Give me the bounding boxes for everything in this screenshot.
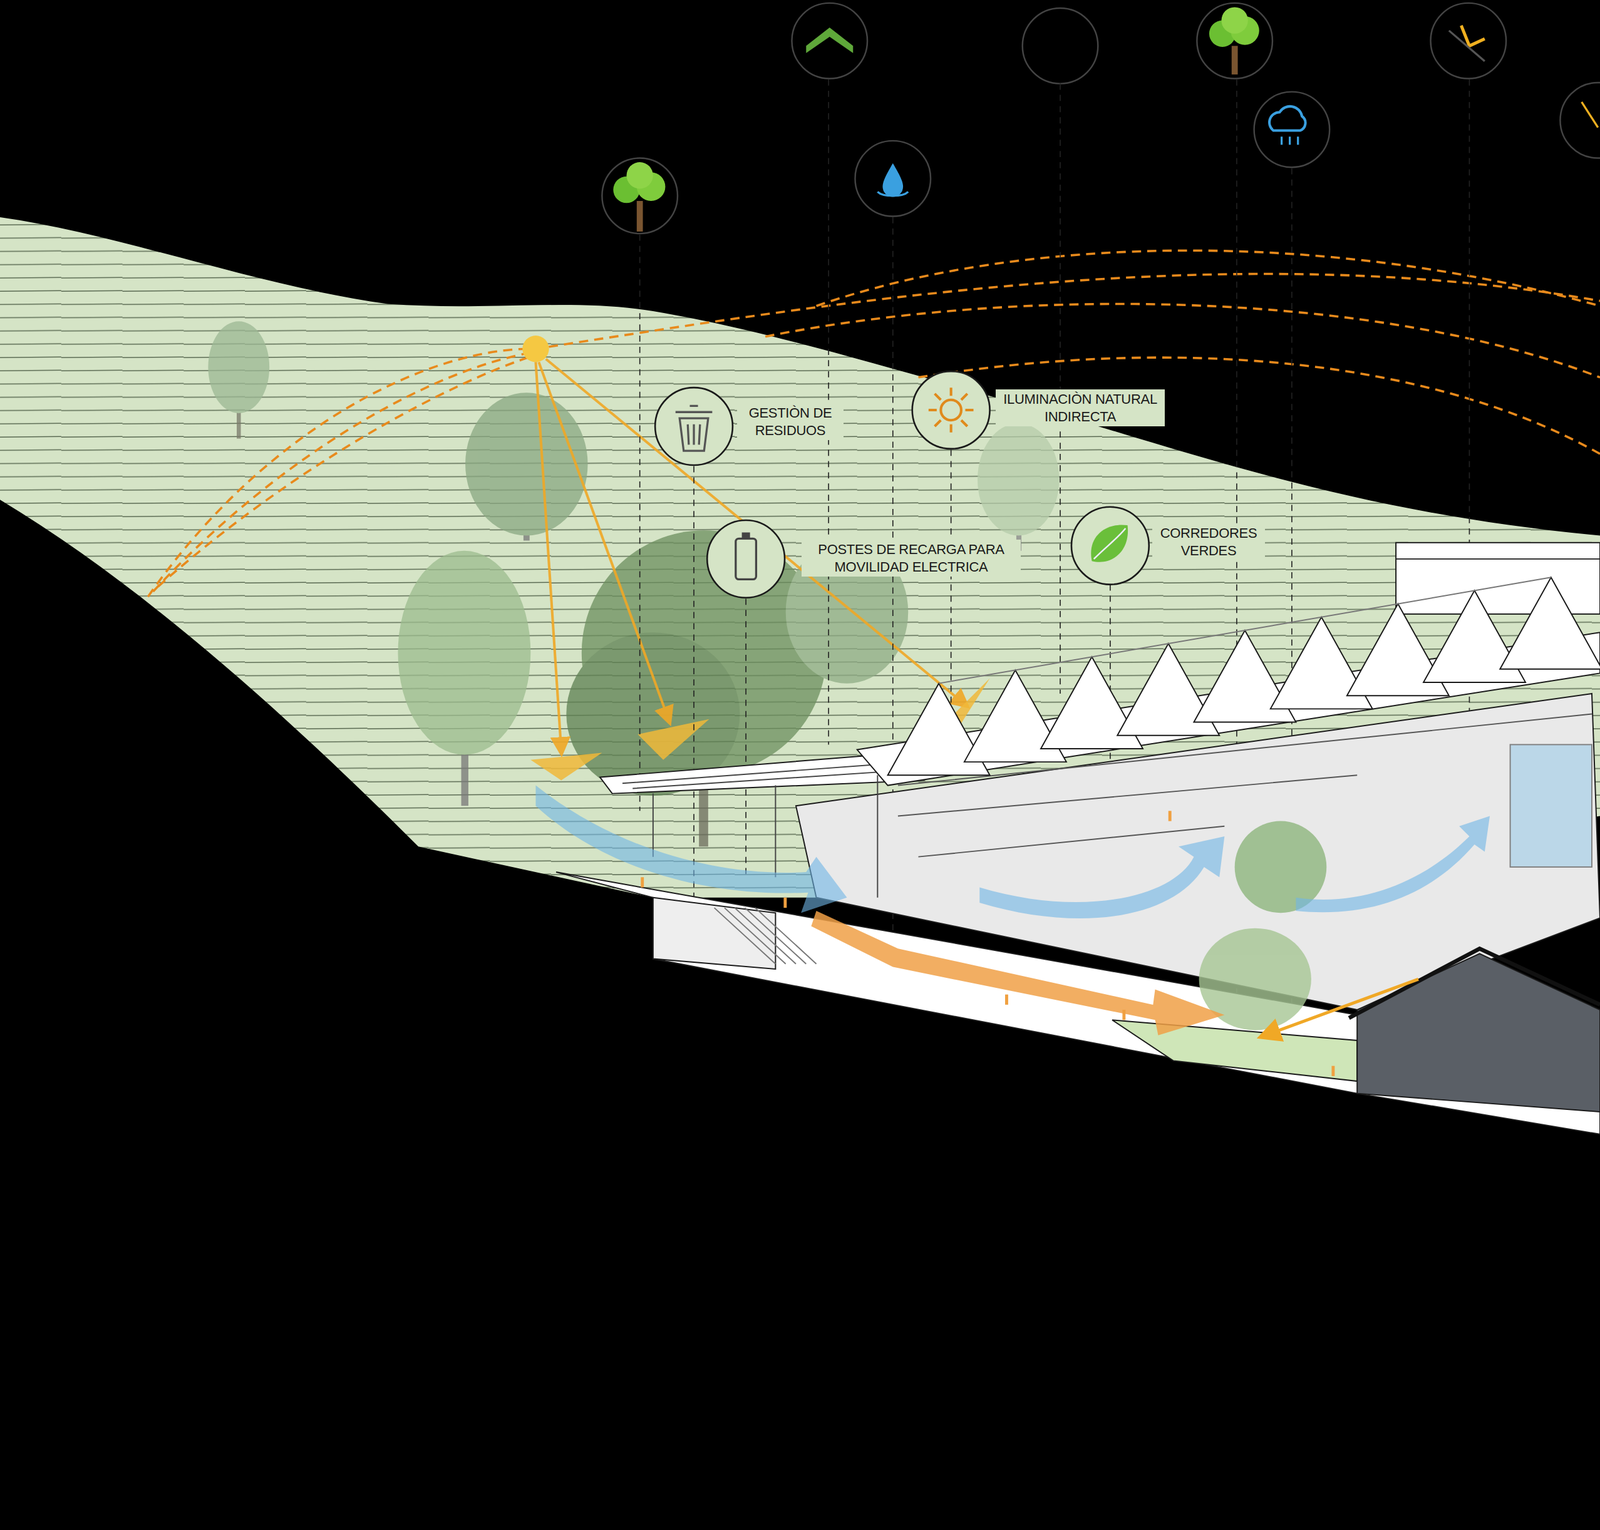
upper-block	[1395, 542, 1600, 615]
canopy	[977, 423, 1059, 536]
person	[1168, 810, 1172, 821]
icon-circle	[1022, 8, 1099, 84]
leader	[950, 450, 952, 705]
trash-icon	[675, 405, 713, 451]
sun-paths	[147, 250, 1600, 597]
leader	[1059, 83, 1061, 694]
sun-icon	[928, 387, 974, 433]
person	[783, 898, 787, 909]
trunk	[1231, 45, 1239, 75]
annex-building	[1357, 953, 1600, 1113]
icon-circle	[655, 387, 733, 466]
tree-icon	[1209, 6, 1260, 75]
canopy	[465, 392, 589, 536]
sun-arc	[918, 357, 1600, 455]
feature-label: CORREDORES VERDES	[1152, 523, 1265, 561]
trees	[207, 321, 1059, 847]
sun	[522, 335, 549, 362]
air-flows	[535, 785, 1490, 919]
drop-icon	[877, 191, 909, 196]
battery-icon	[742, 532, 751, 540]
canopy	[626, 162, 653, 189]
air-flow	[535, 785, 847, 914]
air-flow	[1295, 815, 1490, 913]
sun-arc	[158, 355, 537, 587]
sun-ray	[538, 361, 669, 719]
tree-icon	[613, 162, 666, 232]
people	[640, 810, 1335, 1077]
feature-label: GESTIÒN DE RESIDUOS	[737, 403, 844, 441]
top-icons	[601, 3, 1600, 234]
air-flow	[979, 836, 1225, 919]
annex-roof	[1348, 948, 1600, 1019]
sun-angle-icon	[1449, 30, 1485, 62]
leader	[745, 598, 747, 878]
circulation-arrow	[1265, 979, 1419, 1036]
canopy	[1234, 821, 1327, 914]
icon-circle	[854, 140, 931, 217]
courtyard	[1112, 1020, 1358, 1082]
building	[556, 542, 1600, 1135]
upper-block-line	[1395, 558, 1600, 560]
rain-icon	[1281, 136, 1299, 145]
canopy	[207, 321, 270, 414]
sun-arc	[816, 250, 1600, 307]
roof-icon	[805, 27, 853, 54]
person	[1005, 995, 1009, 1006]
feature-label: ILUMINACIÒN NATURAL INDIRECTA	[995, 389, 1165, 427]
sun-icon	[940, 400, 962, 421]
roof-bay	[1499, 577, 1600, 670]
rain-icon	[1269, 106, 1306, 131]
sun-angle-icon	[1581, 102, 1599, 128]
battery-icon	[735, 538, 757, 580]
icon-circle	[1196, 3, 1273, 79]
person	[1331, 1066, 1335, 1077]
circulation-arrow	[810, 911, 1225, 1036]
trunk	[636, 201, 644, 232]
leaf-icon	[1090, 524, 1128, 562]
person	[640, 877, 644, 888]
glass-facade	[1510, 744, 1592, 868]
leader	[639, 234, 641, 812]
canopy	[1221, 6, 1248, 34]
sun-arc	[765, 303, 1600, 377]
icon-circle	[1430, 3, 1507, 79]
icon-circle	[1071, 507, 1150, 585]
icon-circle	[912, 371, 991, 450]
sun-ray	[546, 359, 965, 705]
stairs	[714, 908, 817, 965]
leaf-icon	[1094, 528, 1126, 560]
icon-circle	[707, 520, 785, 599]
sawtooth-roof	[887, 577, 1600, 776]
sun-arc	[152, 351, 536, 592]
icon-circle	[1559, 82, 1600, 159]
icon-circle	[791, 3, 868, 79]
icon-circle	[1254, 92, 1331, 168]
person	[1122, 1010, 1126, 1021]
roof-ridge	[938, 577, 1552, 684]
sun-ray	[535, 361, 562, 750]
sun-arc	[147, 274, 1600, 598]
icon-circle	[601, 158, 678, 235]
canopy	[397, 551, 531, 756]
drop-icon	[882, 163, 904, 198]
feature-label: POSTES DE RECARGA PARA MOVILIDAD ELECTRI…	[801, 539, 1021, 577]
